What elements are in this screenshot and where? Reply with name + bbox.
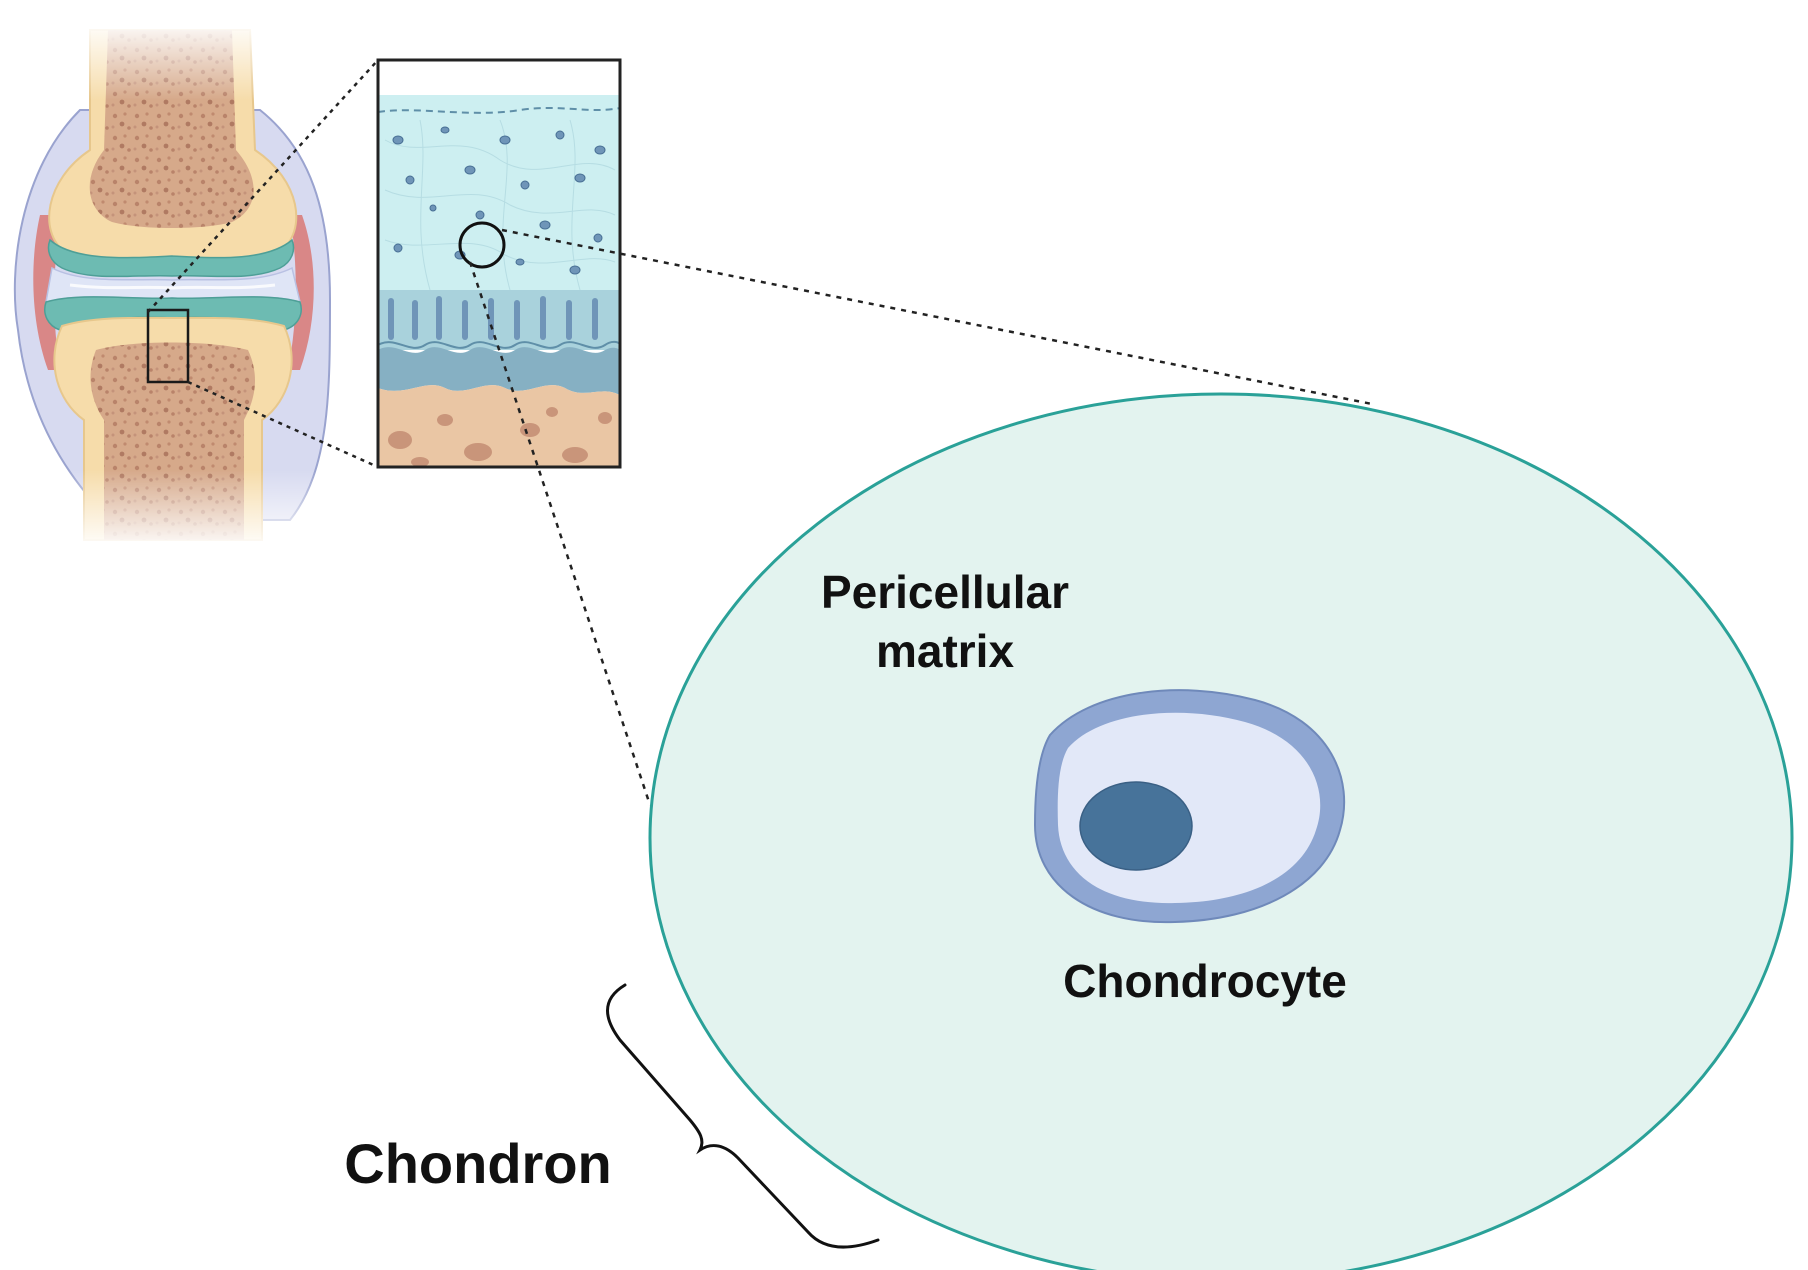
chondrocyte-label: Chondrocyte (1063, 955, 1347, 1007)
pericellular-label-line1: Pericellular (821, 566, 1069, 618)
zoom-lines-1 (147, 59, 379, 469)
zoom-region-box (146, 308, 190, 384)
curly-brace-icon (606, 983, 880, 1249)
tissue-frame (376, 58, 622, 469)
femur-cartilage (47, 238, 295, 278)
chondron-label: Chondron (344, 1132, 611, 1195)
subchondral-bone (378, 385, 620, 467)
meniscus-highlight (69, 283, 276, 290)
deep-zone (378, 290, 620, 350)
cartilage-zones-icon (378, 60, 620, 467)
cell-selection-circle (458, 221, 506, 269)
calcified-zone (378, 347, 620, 395)
superficial-zone (378, 95, 620, 295)
chondrocyte-nucleus (1079, 781, 1193, 871)
pericellular-label-line2: matrix (876, 625, 1014, 677)
knee-joint-icon (0, 20, 340, 550)
zoom-lines-2 (468, 228, 1373, 806)
tidemark (378, 340, 620, 349)
synovium-right (288, 215, 314, 370)
